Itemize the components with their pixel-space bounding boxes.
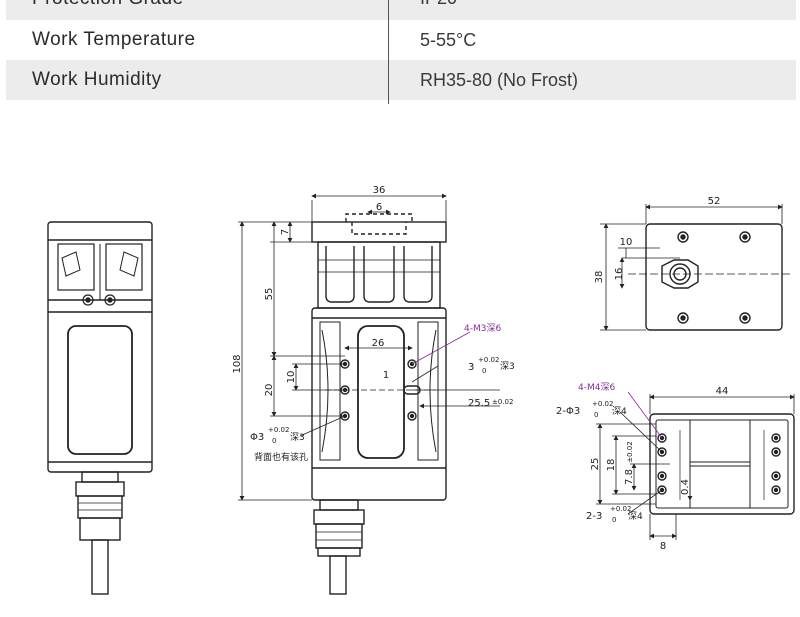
spec-row-humidity: Work Humidity RH35-80 (No Frost) xyxy=(6,60,796,100)
bottom-h78: 7.8 xyxy=(624,469,635,485)
bottom-h78-tol: ±0.02 xyxy=(626,441,634,462)
top-view xyxy=(628,223,790,331)
dim-upper-height: 55 xyxy=(264,288,275,301)
spec-value: RH35-80 (No Frost) xyxy=(420,69,579,90)
pin-left: Φ3 xyxy=(250,432,264,443)
top-height: 38 xyxy=(594,271,605,284)
dim-total-height: 108 xyxy=(232,354,243,373)
spec-row-protection: Protection Grade IP20 xyxy=(6,0,796,20)
bottom-view xyxy=(649,413,795,515)
spec-label: Work Temperature xyxy=(32,29,196,50)
bottom-slot-depth: 深4 xyxy=(628,511,643,522)
pin-left-tol-top: +0.02 xyxy=(268,426,289,434)
spec-label: Work Humidity xyxy=(32,69,162,90)
dim-top: 7 xyxy=(280,229,291,235)
pin-right-depth: 深3 xyxy=(500,361,515,372)
bottom-slot-tol-bot: 0 xyxy=(612,516,616,524)
pin-left-tol-bot: 0 xyxy=(272,437,276,445)
side-view xyxy=(47,221,153,595)
pin-left-depth: 深3 xyxy=(290,432,305,443)
spec-divider xyxy=(388,0,389,104)
bottom-slot: 2-3 xyxy=(586,511,602,522)
bottom-pin-tol-top: +0.02 xyxy=(592,400,613,408)
bottom-h04: 0.4 xyxy=(680,479,691,495)
dim-offset: 25.5 xyxy=(468,398,490,409)
back-note: 背面也有该孔 xyxy=(254,451,308,463)
dim-gap: 6 xyxy=(376,202,382,213)
front-view xyxy=(311,213,447,595)
pin-right-tol-top: +0.02 xyxy=(478,356,499,364)
top-d2: 16 xyxy=(614,268,625,281)
bottom-width: 44 xyxy=(716,386,729,397)
dim-lower-height: 20 xyxy=(264,384,275,397)
bottom-pin-depth: 深4 xyxy=(612,406,627,417)
bottom-h25: 25 xyxy=(590,458,601,471)
spec-label: Protection Grade xyxy=(32,0,184,10)
dim-hole-pitch: 10 xyxy=(286,371,297,384)
top-width: 52 xyxy=(708,196,721,207)
thread-note: 4-M3深6 xyxy=(464,323,501,334)
spec-value: 5-55°C xyxy=(420,29,477,50)
top-d1: 10 xyxy=(620,237,633,248)
dim-offset-tol: ±0.02 xyxy=(492,398,513,406)
dim-hole-spacing: 26 xyxy=(372,338,385,349)
spec-table: Protection Grade IP20 Work Temperature 5… xyxy=(6,0,796,104)
pin-right-tol-bot: 0 xyxy=(482,367,486,375)
spec-row-temperature: Work Temperature 5-55°C xyxy=(6,20,796,60)
bottom-pin: 2-Φ3 xyxy=(556,406,580,417)
pin-right: 3 xyxy=(468,362,474,373)
bottom-slot-tol-top: +0.02 xyxy=(610,505,631,513)
spec-value: IP20 xyxy=(420,0,457,9)
bottom-pin-tol-bot: 0 xyxy=(594,411,598,419)
bottom-thread-note: 4-M4深6 xyxy=(578,382,615,393)
dim-mark: 1 xyxy=(383,370,389,381)
bottom-h18: 18 xyxy=(606,459,617,472)
dim-width: 36 xyxy=(373,185,386,196)
bottom-w8: 8 xyxy=(660,541,666,552)
